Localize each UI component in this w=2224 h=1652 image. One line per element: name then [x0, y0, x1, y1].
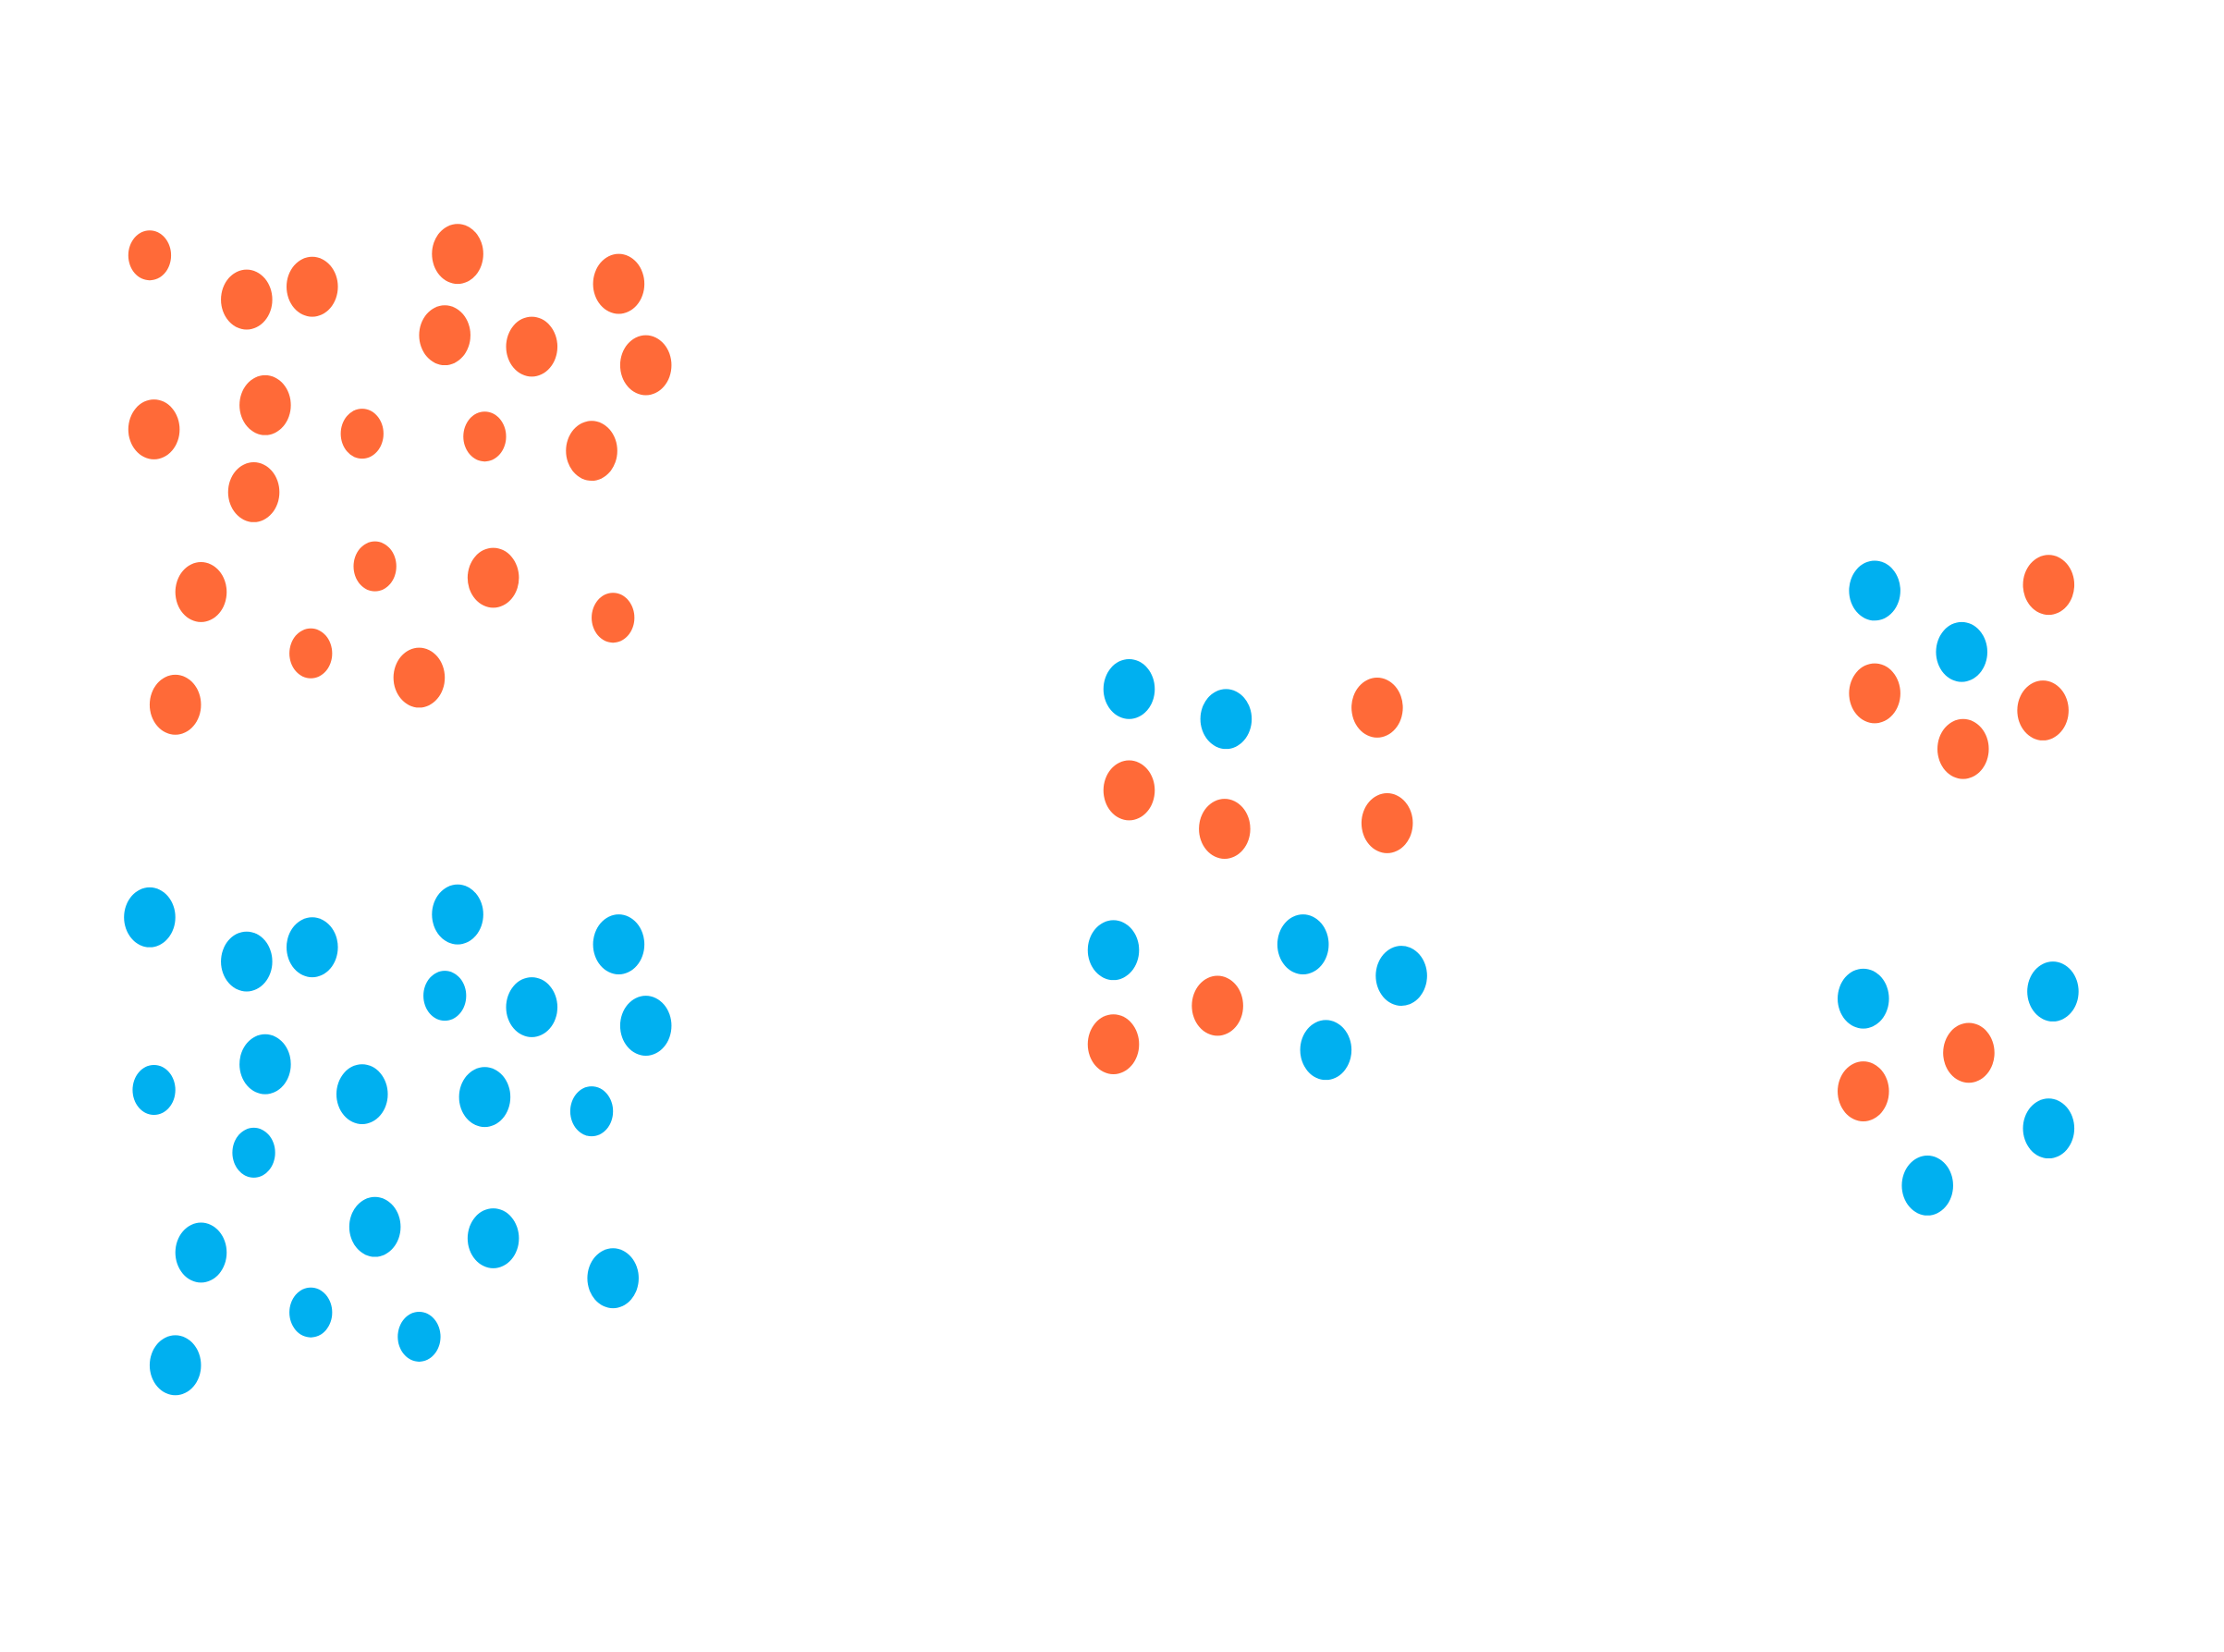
blue-dot [423, 971, 467, 1022]
orange-dot [1103, 760, 1155, 821]
orange-dot [128, 399, 180, 459]
orange-dot [353, 541, 397, 592]
orange-dot [2022, 555, 2075, 616]
orange-cluster-top-left [128, 224, 672, 735]
orange-dot [419, 305, 470, 366]
orange-dot [619, 335, 672, 396]
orange-dot [1943, 1022, 1995, 1083]
orange-dot [467, 547, 519, 608]
blue-dot [1277, 914, 1329, 974]
blue-dot [619, 996, 672, 1056]
blue-dot [1838, 968, 1889, 1029]
blue-dot [149, 1335, 202, 1396]
orange-dot [128, 230, 172, 281]
orange-dot [592, 593, 635, 643]
blue-dot [175, 1222, 227, 1283]
blue-dot [1300, 1020, 1352, 1081]
orange-dot [1849, 663, 1900, 724]
blue-dot [1103, 658, 1155, 719]
blue-dot [1849, 560, 1900, 621]
blue-dot [587, 1248, 639, 1309]
blue-dot [287, 917, 338, 978]
orange-dot [149, 674, 202, 735]
orange-dot [506, 316, 558, 377]
blue-cluster-bottom-left [124, 884, 672, 1396]
mixed-cluster-right-top [1849, 555, 2075, 779]
orange-dot [432, 224, 483, 285]
orange-dot [1191, 975, 1243, 1036]
orange-dot [221, 269, 273, 330]
orange-dot [1199, 799, 1251, 859]
orange-dot [1361, 793, 1413, 853]
orange-dot [393, 647, 446, 708]
blue-dot [432, 884, 483, 945]
blue-dot [336, 1064, 388, 1125]
mixed-cluster-middle [1087, 658, 1427, 1081]
blue-dot [593, 914, 645, 974]
blue-dot [569, 1086, 614, 1137]
orange-dot [287, 256, 338, 317]
orange-dot [1087, 1014, 1140, 1075]
orange-dot [340, 409, 384, 459]
orange-dot [227, 461, 280, 522]
blue-dot [348, 1196, 401, 1257]
blue-dot [1200, 689, 1253, 750]
blue-dot [506, 977, 558, 1037]
orange-dot [1937, 718, 1989, 779]
blue-dot [1087, 920, 1140, 981]
orange-dot [239, 374, 291, 435]
orange-dot [2017, 680, 2069, 740]
blue-dot [2027, 961, 2079, 1022]
orange-dot [463, 411, 507, 462]
blue-dot [289, 1287, 333, 1338]
orange-dot [289, 628, 333, 679]
orange-dot [175, 562, 227, 622]
blue-dot [124, 887, 176, 948]
blue-dot [1901, 1155, 1953, 1216]
orange-dot [566, 421, 617, 482]
orange-dot [593, 253, 645, 314]
blue-dot [232, 1127, 275, 1178]
blue-dot [1375, 946, 1427, 1006]
blue-dot [221, 931, 273, 992]
mixed-cluster-right-bottom [1838, 961, 2079, 1216]
blue-dot [1936, 621, 1987, 682]
orange-dot [1351, 678, 1403, 738]
blue-dot [132, 1064, 176, 1115]
blue-dot [458, 1067, 511, 1128]
orange-dot [1838, 1061, 1889, 1121]
blue-dot [467, 1208, 519, 1268]
blue-dot [239, 1034, 291, 1095]
blue-dot [397, 1311, 441, 1362]
blue-dot [2022, 1098, 2075, 1159]
